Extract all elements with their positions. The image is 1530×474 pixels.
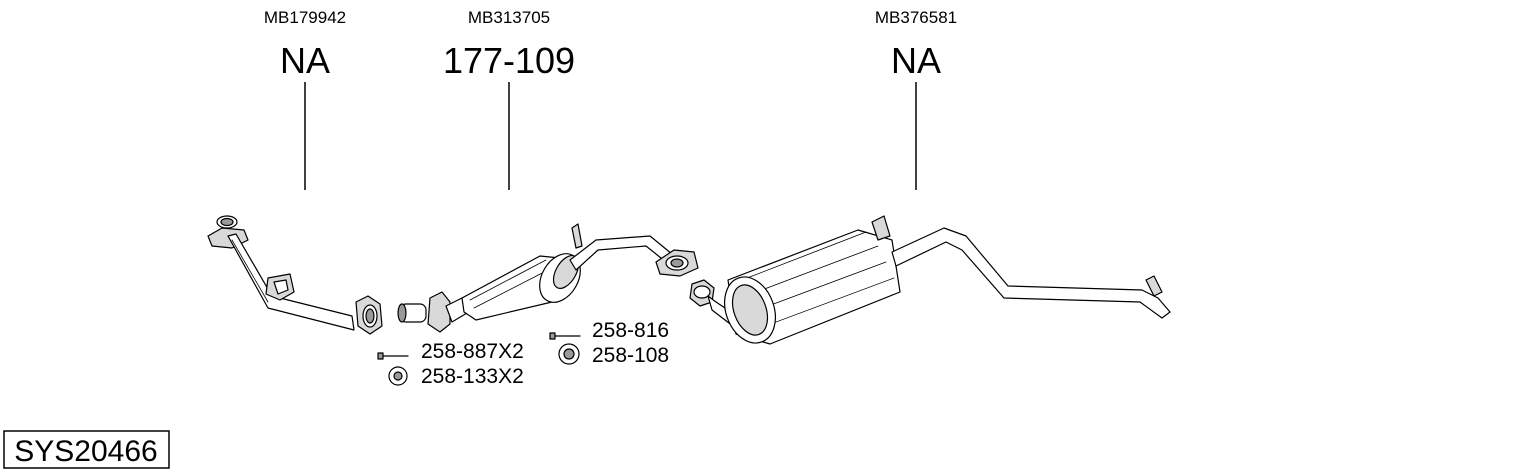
bolt-icon: [549, 332, 581, 340]
rear-silencer-drawing[interactable]: [689, 215, 1171, 350]
part-oem-number-rear-silencer: MB376581: [875, 8, 957, 27]
accessory-label: 258-133X2: [421, 365, 524, 388]
system-code-box: SYS20466: [3, 430, 170, 469]
system-code: SYS20466: [14, 435, 157, 468]
part-code-rear-silencer[interactable]: NA: [891, 40, 941, 81]
front-pipe-drawing[interactable]: [207, 215, 383, 335]
gasket-ring-icon: [388, 366, 408, 386]
accessory-258-108[interactable]: 258-108: [558, 343, 669, 367]
accessory-label: 258-887X2: [421, 340, 524, 363]
accessory-258-133X2[interactable]: 258-133X2: [388, 365, 524, 388]
accessory-258-887X2[interactable]: 258-887X2: [377, 340, 524, 363]
center-pipe-silencer-drawing[interactable]: [397, 223, 699, 333]
part-code-front-pipe[interactable]: NA: [280, 40, 330, 81]
accessory-258-816[interactable]: 258-816: [549, 319, 669, 342]
accessory-label: 258-816: [592, 319, 669, 342]
part-oem-number-front-pipe: MB179942: [264, 8, 346, 27]
gasket-ring-icon: [558, 343, 580, 365]
part-code-center-pipe[interactable]: 177-109: [443, 40, 575, 81]
bolt-icon: [377, 352, 409, 360]
accessory-label: 258-108: [592, 344, 669, 367]
part-oem-number-center-pipe: MB313705: [468, 8, 550, 27]
